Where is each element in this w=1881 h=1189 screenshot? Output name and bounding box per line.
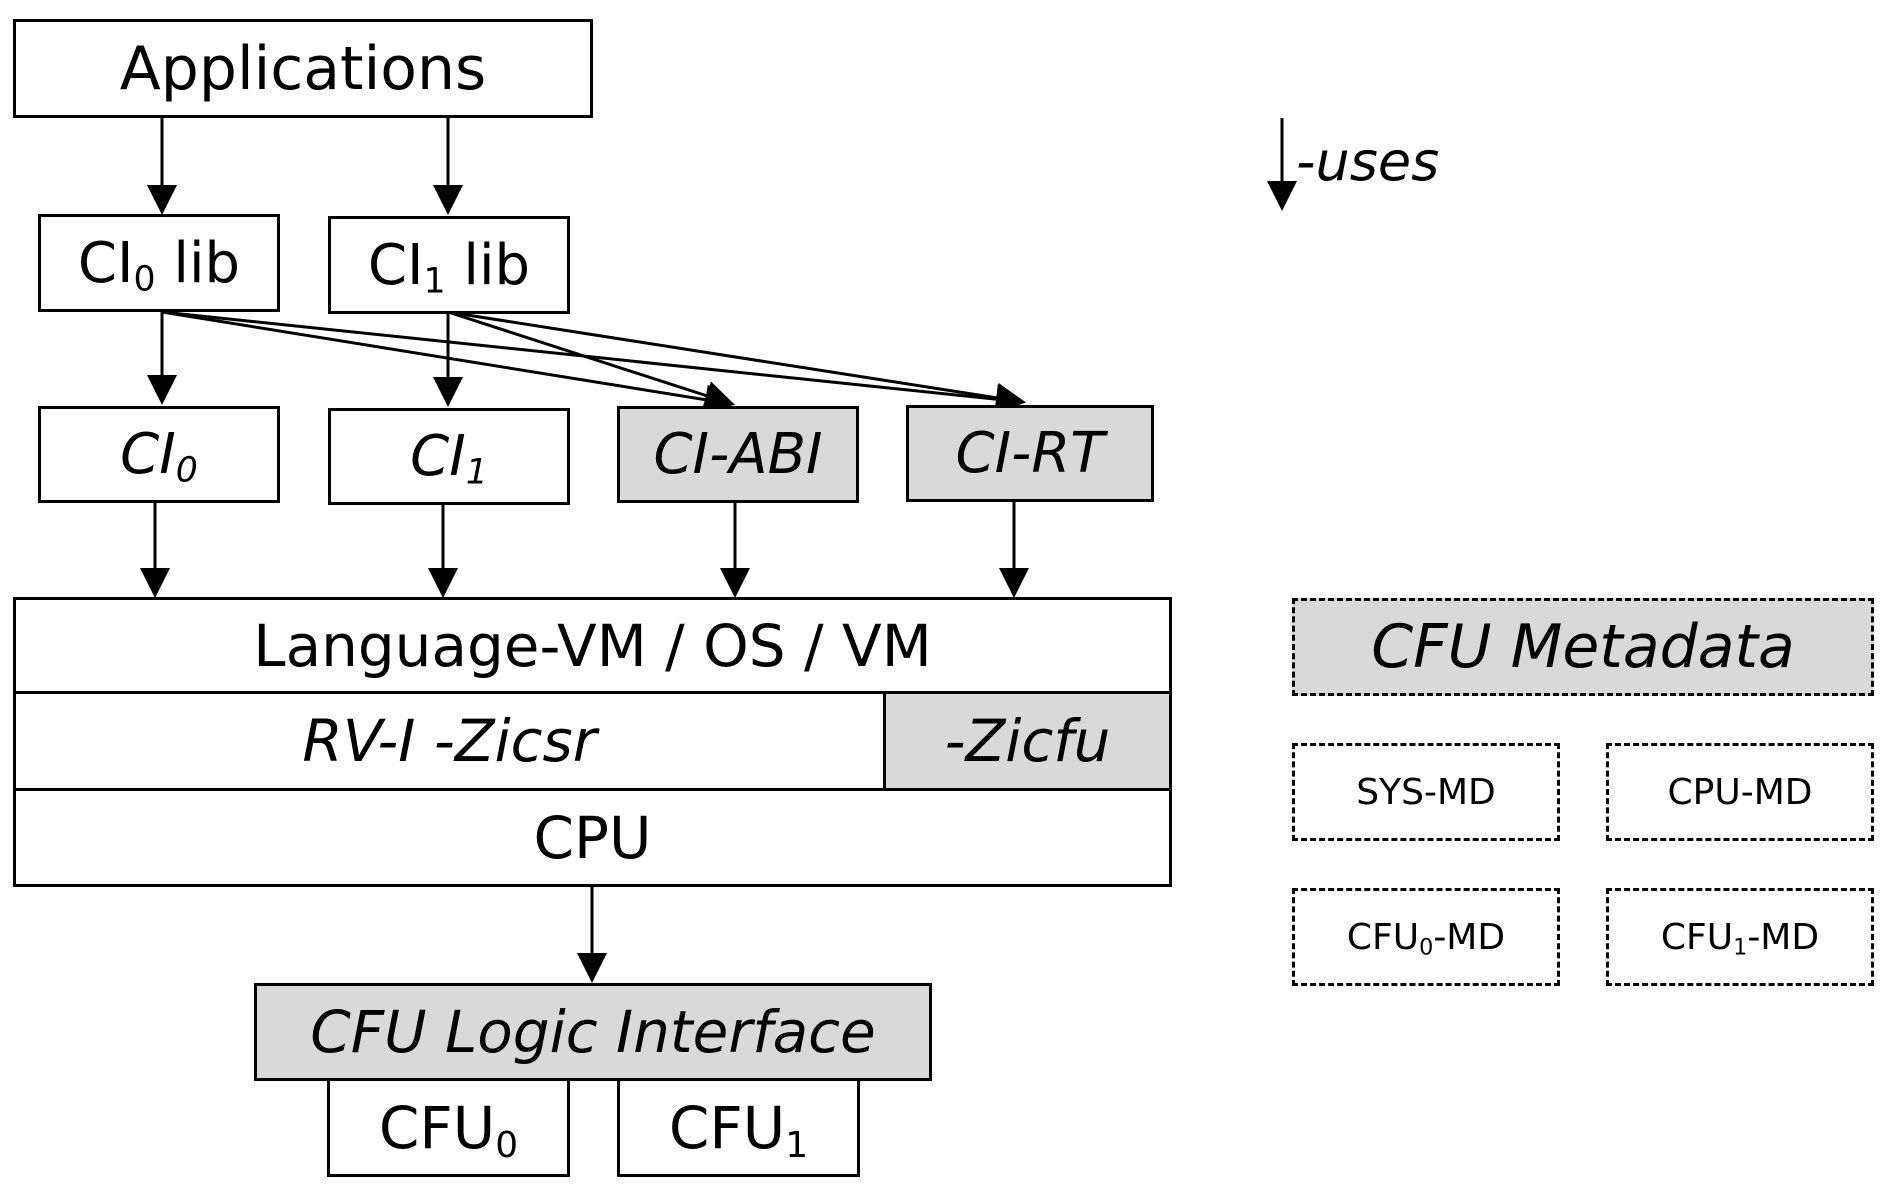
cfu0-md-label: CFU0-MD: [1346, 916, 1506, 961]
ci-rt-label: CI-RT: [955, 421, 1105, 486]
rv-isa-layer: RV-I -Zicsr: [16, 694, 886, 791]
cfu1-md-box: CFU1-MD: [1606, 888, 1874, 986]
cfu1-md-label: CFU1-MD: [1660, 916, 1820, 961]
applications-label: Applications: [119, 33, 487, 104]
ci1-label: CI1: [410, 424, 488, 493]
cfu-logic-interface-label: CFU Logic Interface: [310, 998, 876, 1066]
cpu-layer: CPU: [16, 791, 1169, 884]
platform-stack: Language-VM / OS / VM RV-I -Zicsr -Zicfu…: [13, 597, 1172, 887]
legend-uses-label: -uses: [1296, 130, 1440, 193]
arrow-ci0-lib-to-ci-abi: [161, 310, 735, 415]
cfu-metadata-label: CFU Metadata: [1371, 612, 1795, 682]
arrow-ci0-lib-to-ci-rt: [161, 310, 1026, 415]
ci-rt-box: CI-RT: [906, 405, 1154, 502]
cfu1-label: CFU1: [668, 1093, 809, 1166]
ci-abi-label: CI-ABI: [653, 422, 823, 487]
vm-layer: Language-VM / OS / VM: [16, 600, 1169, 694]
ci0-lib-box: CI0 lib: [38, 214, 280, 312]
cfu-logic-interface-box: CFU Logic Interface: [254, 983, 932, 1081]
ci0-box: CI0: [38, 406, 280, 503]
cfu-metadata-box: CFU Metadata: [1292, 598, 1874, 696]
zicfu-label: -Zicfu: [944, 707, 1111, 775]
arrow-ci1-lib-to-ci-rt: [447, 310, 1026, 413]
ci0-lib-label: CI0 lib: [77, 230, 241, 300]
cfu0-box: CFU0: [327, 1078, 570, 1177]
sys-md-label: SYS-MD: [1356, 771, 1496, 813]
sys-md-box: SYS-MD: [1292, 743, 1560, 841]
cpu-md-label: CPU-MD: [1667, 771, 1813, 813]
applications-box: Applications: [13, 19, 593, 118]
cfu0-md-box: CFU0-MD: [1292, 888, 1560, 986]
ci0-label: CI0: [120, 422, 198, 491]
vm-layer-label: Language-VM / OS / VM: [253, 611, 932, 680]
ci-abi-box: CI-ABI: [617, 406, 859, 503]
cfu1-box: CFU1: [617, 1078, 860, 1177]
ci1-lib-label: CI1 lib: [367, 232, 531, 302]
ci1-box: CI1: [328, 408, 570, 505]
zicfu-extension: -Zicfu: [886, 694, 1169, 791]
rv-isa-label: RV-I -Zicsr: [302, 707, 597, 775]
ci1-lib-box: CI1 lib: [328, 216, 570, 314]
arrow-ci1-lib-to-ci-abi: [447, 310, 735, 410]
cfu0-label: CFU0: [378, 1093, 519, 1166]
cpu-label: CPU: [533, 803, 652, 872]
cpu-md-box: CPU-MD: [1606, 743, 1874, 841]
